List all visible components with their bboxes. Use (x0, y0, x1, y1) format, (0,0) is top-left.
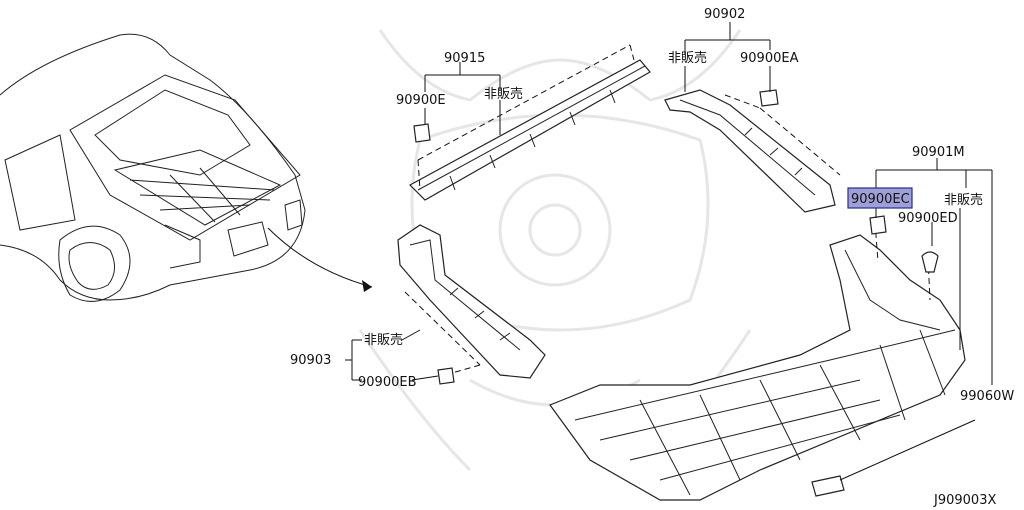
callout-90915[interactable]: 90915 (444, 51, 485, 66)
callout-99060W[interactable]: 99060W (960, 389, 1014, 404)
callout-90902[interactable]: 90902 (704, 7, 745, 22)
callout-hinbai-right: 非販売 (944, 192, 983, 208)
callout-90903[interactable]: 90903 (290, 353, 331, 368)
page-code: J909003X (933, 493, 996, 508)
callout-hinbai-right-top: 非販売 (668, 50, 707, 66)
trim-90901M (549, 215, 966, 501)
callout-90900EA[interactable]: 90900EA (740, 51, 799, 66)
callout-hinbai-top: 非販売 (484, 86, 523, 102)
callout-90900EB[interactable]: 90900EB (358, 375, 417, 390)
trim-90903 (397, 224, 546, 385)
callout-90900EC[interactable]: 90900EC (851, 192, 910, 207)
car-body-illustration (0, 33, 306, 302)
callout-90900E[interactable]: 90900E (396, 93, 446, 108)
callout-hinbai-left: 非販売 (364, 332, 403, 348)
trim-90915 (409, 44, 651, 201)
trim-90902 (664, 89, 841, 213)
callout-90900ED[interactable]: 90900ED (898, 211, 958, 226)
highlight-box (847, 187, 913, 209)
leader-lines (345, 22, 993, 481)
pointer-arrow (267, 227, 373, 292)
callout-90901M[interactable]: 90901M (912, 145, 965, 160)
